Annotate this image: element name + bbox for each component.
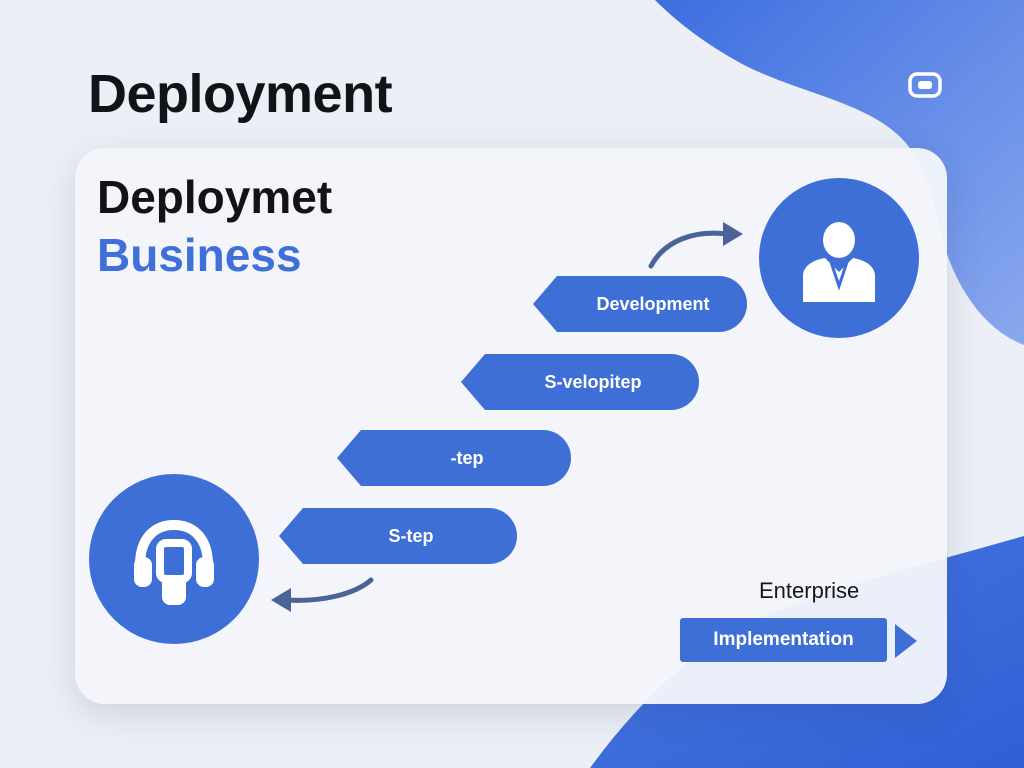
headset-avatar[interactable] [89,474,259,644]
arrow-to-headset-head [271,588,291,612]
step-shape [533,276,747,332]
person-avatar[interactable] [759,178,919,338]
person-icon [803,222,875,302]
step-label: Development [596,293,710,314]
step-s-velopitep[interactable]: S-velopitep [461,354,699,410]
step-tep[interactable]: -tep [337,430,571,486]
arrow-to-headset [284,577,374,603]
implementation-bar[interactable]: Implementation [680,618,887,662]
step-shape [279,508,517,564]
card-subtitle: Business [97,229,302,281]
play-arrow-icon[interactable] [893,622,919,660]
diagram-card: Deploymet Business Development S-velopit… [75,148,947,704]
enterprise-label: Enterprise [759,578,860,603]
card-title: Deploymet [97,171,333,223]
step-label: -tep [450,447,484,468]
step-shape [337,430,571,486]
step-shape [461,354,699,410]
step-s-tep[interactable]: S-tep [279,508,517,564]
headset-icon [134,519,214,605]
arrow-to-person [648,230,730,269]
step-development[interactable]: Development [533,276,747,332]
arrow-to-person-head [723,222,743,246]
step-label: S-velopitep [544,371,642,392]
connector-arrows [271,222,743,612]
page-title: Deployment [88,64,393,124]
step-label: S-tep [388,525,434,546]
chat-window-icon[interactable] [906,70,944,100]
